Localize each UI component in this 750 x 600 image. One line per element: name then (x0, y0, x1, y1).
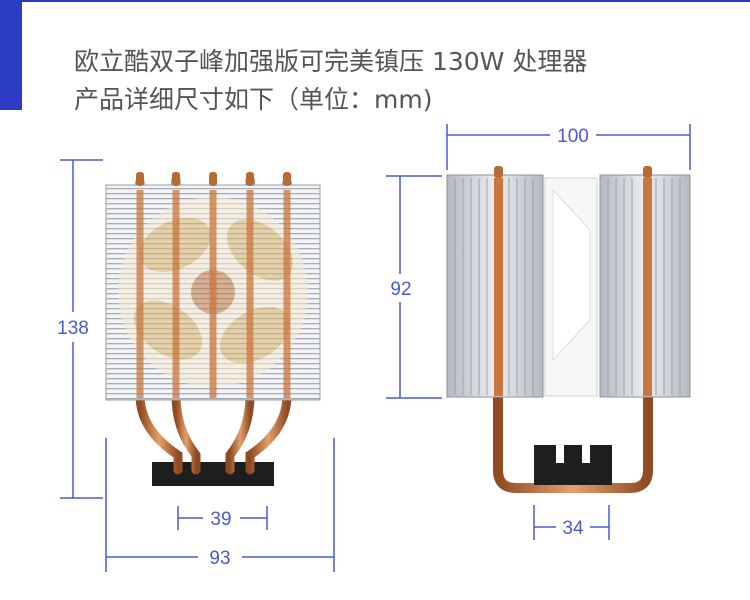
side-heatpipe-right (643, 178, 652, 396)
top-accent-line (0, 0, 750, 2)
dimension-base-width-label: 39 (210, 509, 231, 530)
dimension-bottom-width-label: 93 (209, 548, 230, 569)
side-heatpipe-left (494, 178, 503, 396)
side-fin-lines-right (607, 178, 681, 395)
side-fan-frame (552, 188, 591, 362)
side-accent-bar (0, 0, 22, 110)
front-pipe-caps (136, 172, 291, 186)
dimension-height-label: 138 (57, 318, 89, 339)
dimension-fin-height-label: 92 (390, 279, 411, 300)
side-base-block (534, 445, 612, 485)
front-view-cooler (105, 172, 321, 486)
side-heatpipe-loop (493, 392, 653, 493)
dimension-lines (60, 124, 691, 572)
front-heatpipes-through-fins (136, 190, 291, 398)
side-fin-lines-left (454, 178, 534, 395)
page-subtitle: 产品详细尺寸如下（单位：mm) (74, 85, 433, 114)
dimension-side-base-width-label: 34 (562, 518, 584, 539)
side-view-cooler (446, 166, 691, 493)
side-pipe-cap-left (494, 166, 503, 178)
side-pipe-cap-right (643, 166, 652, 178)
page-title: 欧立酷双子峰加强版可完美镇压 130W 处理器 (74, 47, 588, 76)
dimension-top-width-label: 100 (557, 126, 589, 147)
